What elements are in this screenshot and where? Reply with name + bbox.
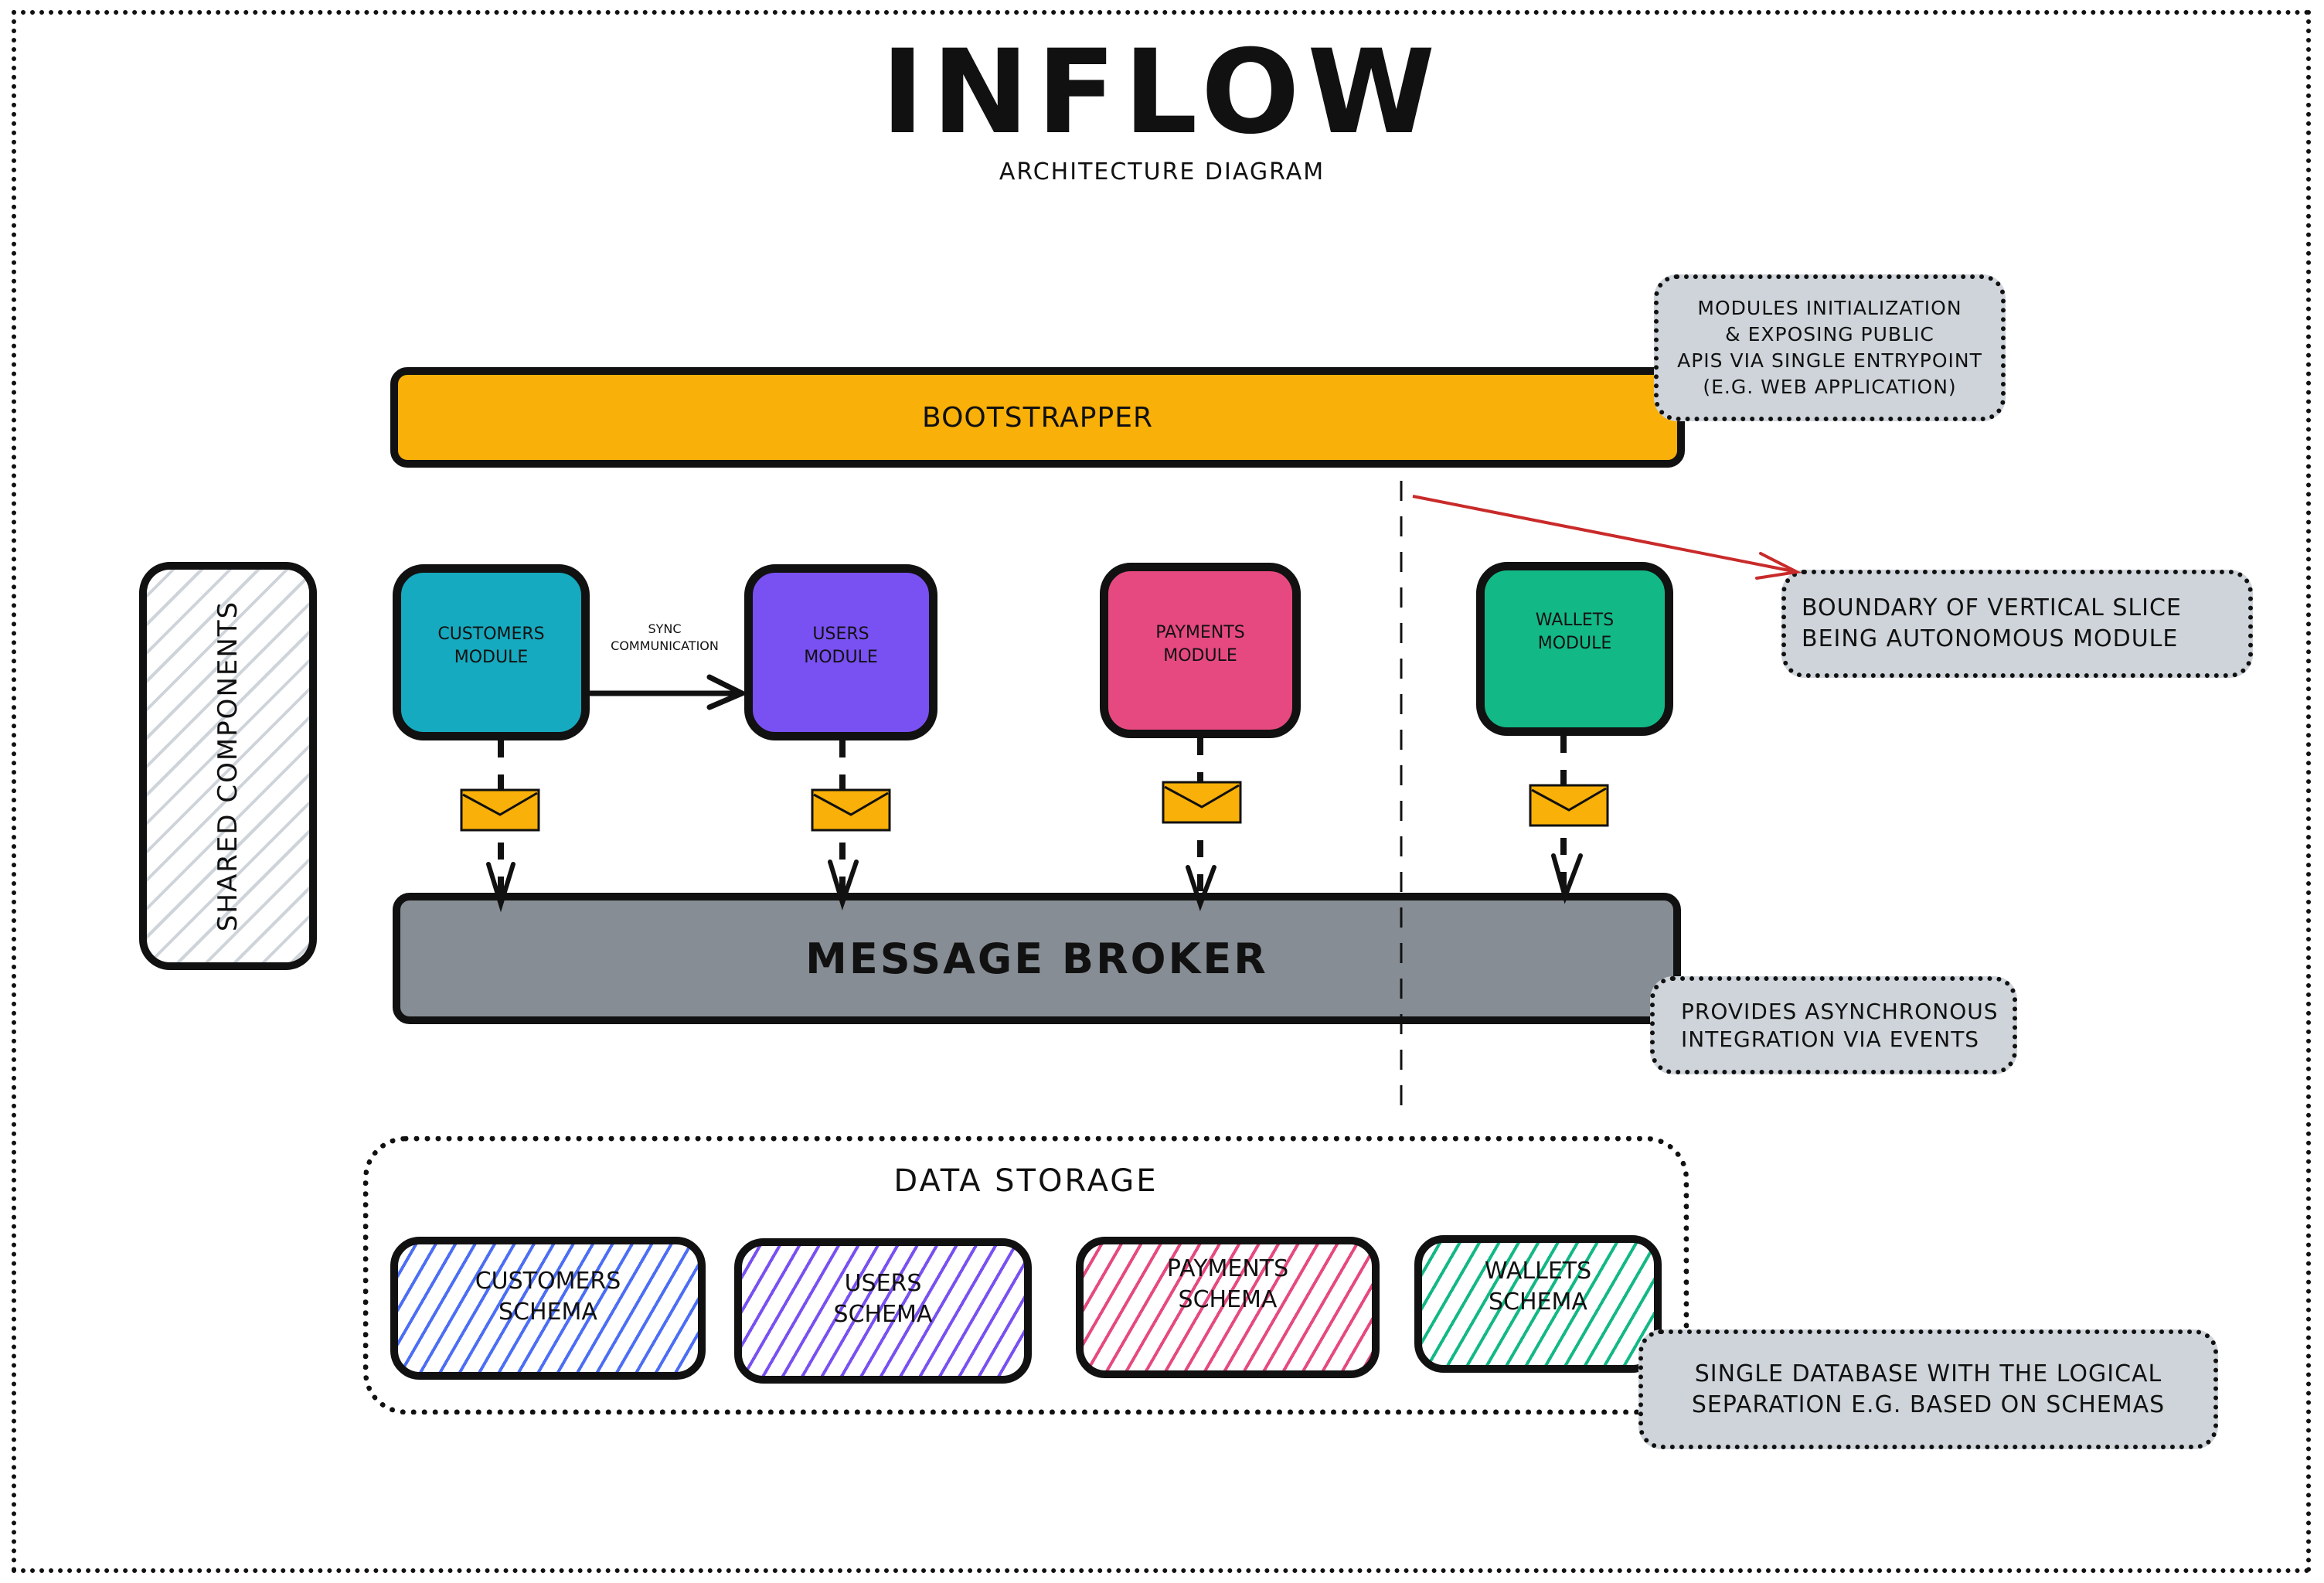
event-flow-customers bbox=[460, 740, 540, 913]
note-line: BOUNDARY OF VERTICAL SLICE bbox=[1802, 594, 2182, 621]
broker-note: PROVIDES ASYNCHRONOUS INTEGRATION VIA EV… bbox=[1650, 976, 2017, 1074]
diagram-subtitle: ARCHITECTURE DIAGRAM bbox=[999, 158, 1325, 186]
module-name: USERS bbox=[812, 625, 869, 644]
sync-communication-label: SYNC COMMUNICATION bbox=[599, 621, 730, 655]
message-broker-label: MESSAGE BROKER bbox=[805, 934, 1268, 983]
schema-suffix: SCHEMA bbox=[833, 1301, 933, 1328]
envelope-icon bbox=[811, 788, 891, 832]
schema-suffix: SCHEMA bbox=[1178, 1285, 1278, 1313]
note-line: APIS VIA SINGLE ENTRYPOINT bbox=[1677, 349, 1982, 372]
module-suffix: MODULE bbox=[1537, 634, 1612, 653]
payments-module[interactable]: PAYMENTS MODULE bbox=[1100, 563, 1301, 738]
users-module[interactable]: USERS MODULE bbox=[744, 564, 937, 740]
note-line: INTEGRATION VIA EVENTS bbox=[1681, 1026, 1980, 1052]
page-border bbox=[12, 10, 2311, 1573]
wallets-schema[interactable]: WALLETS SCHEMA bbox=[1414, 1235, 1662, 1373]
module-name: WALLETS bbox=[1535, 611, 1615, 630]
event-flow-wallets bbox=[1529, 736, 1609, 904]
customers-schema[interactable]: CUSTOMERS SCHEMA bbox=[390, 1237, 706, 1380]
note-line: SEPARATION E.G. BASED ON SCHEMAS bbox=[1691, 1391, 2166, 1418]
bootstrapper-note: MODULES INITIALIZATION & EXPOSING PUBLIC… bbox=[1654, 274, 2006, 421]
note-line: SINGLE DATABASE WITH THE LOGICAL bbox=[1694, 1360, 2162, 1387]
boundary-note: BOUNDARY OF VERTICAL SLICE BEING AUTONOM… bbox=[1781, 570, 2253, 678]
module-name: CUSTOMERS bbox=[437, 625, 545, 644]
schema-name: WALLETS bbox=[1484, 1257, 1592, 1285]
note-line: (E.G. WEB APPLICATION) bbox=[1703, 376, 1957, 398]
envelope-icon bbox=[1529, 784, 1609, 827]
bootstrapper-bar[interactable]: BOOTSTRAPPER bbox=[390, 367, 1685, 468]
sync-line1: SYNC bbox=[648, 621, 682, 636]
data-storage-container bbox=[363, 1136, 1689, 1414]
schema-suffix: SCHEMA bbox=[498, 1298, 597, 1326]
envelope-icon bbox=[460, 788, 540, 832]
sync-arrow bbox=[590, 674, 749, 710]
event-flow-users bbox=[811, 740, 891, 911]
schema-name: CUSTOMERS bbox=[475, 1267, 621, 1295]
wallets-module[interactable]: WALLETS MODULE bbox=[1476, 562, 1673, 736]
shared-components-box[interactable]: SHARED COMPONENTS bbox=[139, 562, 317, 970]
schema-name: PAYMENTS bbox=[1166, 1254, 1289, 1282]
payments-schema[interactable]: PAYMENTS SCHEMA bbox=[1076, 1237, 1380, 1378]
sync-line2: COMMUNICATION bbox=[611, 638, 719, 653]
module-suffix: MODULE bbox=[454, 648, 529, 667]
note-line: MODULES INITIALIZATION bbox=[1697, 297, 1962, 319]
note-line: PROVIDES ASYNCHRONOUS bbox=[1681, 998, 1999, 1024]
diagram-title: INFLOW bbox=[880, 26, 1444, 160]
bootstrapper-label: BOOTSTRAPPER bbox=[922, 401, 1153, 434]
schema-suffix: SCHEMA bbox=[1489, 1288, 1587, 1316]
database-note: SINGLE DATABASE WITH THE LOGICAL SEPARAT… bbox=[1638, 1329, 2218, 1449]
note-line: & EXPOSING PUBLIC bbox=[1725, 323, 1934, 346]
envelope-icon bbox=[1162, 781, 1242, 824]
note-line: BEING AUTONOMOUS MODULE bbox=[1802, 625, 2179, 652]
module-suffix: MODULE bbox=[1163, 646, 1237, 666]
message-broker-bar[interactable]: MESSAGE BROKER bbox=[393, 893, 1681, 1024]
event-flow-payments bbox=[1162, 738, 1242, 911]
users-schema[interactable]: USERS SCHEMA bbox=[734, 1238, 1032, 1384]
boundary-pointer-arrow bbox=[1412, 495, 1802, 580]
module-suffix: MODULE bbox=[804, 648, 878, 667]
schema-name: USERS bbox=[844, 1270, 922, 1297]
data-storage-title: DATA STORAGE bbox=[893, 1163, 1159, 1199]
module-name: PAYMENTS bbox=[1155, 623, 1245, 642]
customers-module[interactable]: CUSTOMERS MODULE bbox=[393, 564, 590, 740]
